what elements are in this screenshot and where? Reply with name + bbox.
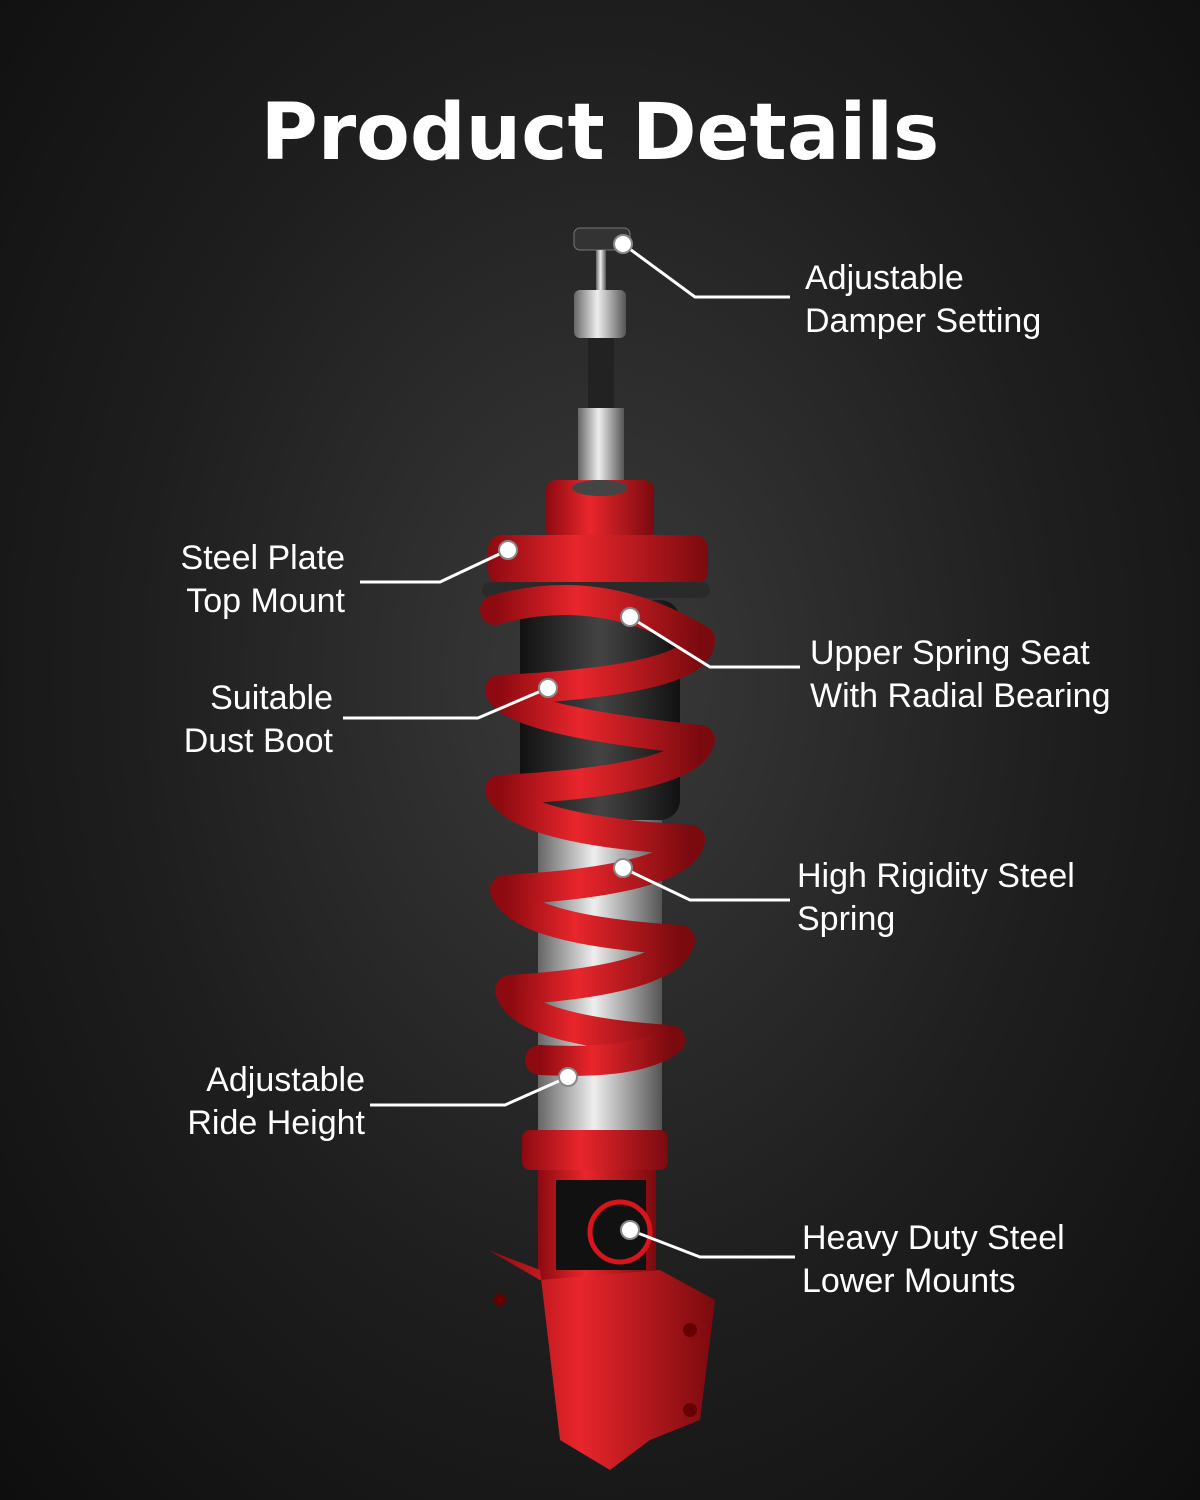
- callout-text: High Rigidity Steel: [797, 857, 1075, 895]
- callout-lines: [343, 242, 800, 1259]
- callout-text: Dust Boot: [183, 722, 333, 760]
- callout-text: Upper Spring Seat: [810, 634, 1090, 672]
- callout-text: Heavy Duty Steel: [802, 1219, 1065, 1257]
- callout-text: Adjustable: [206, 1061, 365, 1099]
- callout-text: Ride Height: [187, 1104, 365, 1142]
- callout-text: With Radial Bearing: [810, 677, 1111, 715]
- page-title: Product Details: [260, 88, 940, 178]
- lower-mount: [488, 1130, 715, 1470]
- callout-text: Steel Plate: [180, 539, 345, 577]
- callout-text: Damper Setting: [805, 302, 1042, 340]
- callout-dots: [498, 234, 640, 1240]
- damper-knob: [573, 227, 631, 488]
- callout-text: Spring: [797, 900, 896, 938]
- callout-text: Lower Mounts: [802, 1262, 1016, 1300]
- coil-spring: [480, 585, 715, 1076]
- callout-text: Adjustable: [805, 259, 964, 297]
- brand-logo: [587, 1199, 653, 1265]
- top-mount: [482, 480, 710, 598]
- callout-text: Suitable: [210, 679, 333, 717]
- callout-text: Top Mount: [186, 582, 345, 620]
